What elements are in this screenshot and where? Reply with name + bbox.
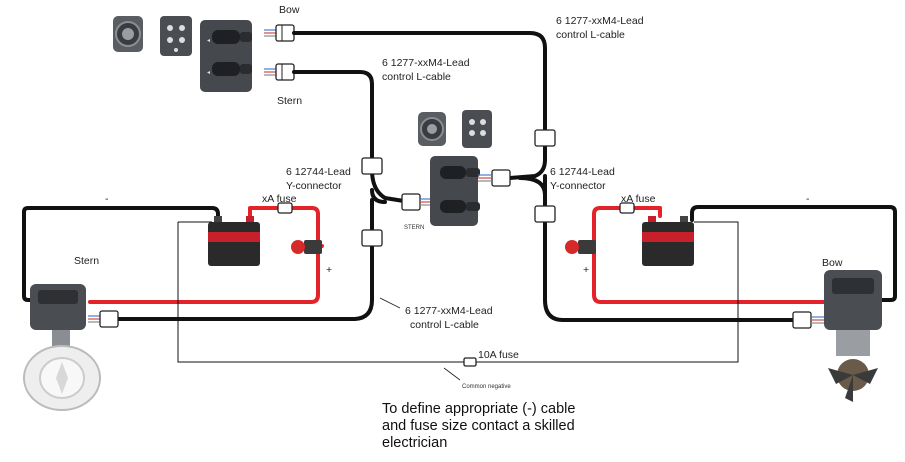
label-minus-left: - — [105, 193, 109, 205]
connector-icon — [792, 311, 824, 329]
thruster-icon — [824, 270, 882, 402]
positive-cable-stern — [88, 206, 320, 304]
label-fuse-right: xA fuse — [621, 193, 656, 205]
main-switch-icon — [291, 240, 322, 254]
label-plus-left: + — [326, 264, 332, 276]
note-line-1: To define appropriate (-) cable — [382, 401, 575, 417]
rotary-control-icon — [418, 112, 446, 146]
battery-icon — [642, 216, 694, 266]
common-negative-pointer — [443, 367, 461, 381]
label-stern-thruster: Stern — [74, 255, 99, 267]
connector-icon — [534, 129, 556, 147]
note-line-3: electrician — [382, 435, 447, 451]
label-yconn-right-2: Y-connector — [550, 180, 606, 192]
positive-cable-bow — [592, 206, 832, 304]
control-cable-stern-thruster — [116, 198, 374, 321]
joystick-panel-icon: ◂ ◂ — [200, 20, 252, 92]
label-bow-top: Bow — [279, 4, 300, 16]
svg-text:◂: ◂ — [207, 38, 210, 44]
connector-icon — [491, 169, 511, 187]
label-common-negative: Common negative — [462, 384, 511, 390]
joystick-panel-icon — [430, 156, 480, 226]
label-plus-right: + — [583, 264, 589, 276]
y-connector-left-cable — [370, 188, 387, 204]
label-yconn-left-1: 6 12744-Lead — [286, 166, 351, 178]
label-lead-bottom-2: control L-cable — [410, 319, 479, 331]
label-lead-top-right-2: control L-cable — [556, 29, 625, 41]
connector-icon — [401, 193, 421, 211]
connector-icon — [361, 157, 383, 175]
negative-cable-stern — [22, 206, 220, 302]
battery-icon — [208, 216, 260, 266]
rotary-control-icon — [113, 16, 143, 52]
main-switch-icon — [565, 240, 596, 254]
label-yconn-right-1: 6 12744-Lead — [550, 166, 615, 178]
label-fuse-left: xA fuse — [262, 193, 297, 205]
fuse-icon — [277, 202, 293, 214]
top-left-controls: ◂ ◂ — [113, 16, 295, 92]
svg-text:◂: ◂ — [207, 70, 210, 76]
connector-icon — [264, 24, 295, 42]
label-panel-stern: STERN — [404, 225, 424, 231]
connector-icon — [361, 229, 383, 247]
touch-panel-icon — [462, 110, 492, 148]
lead-bottom-pointer — [379, 297, 401, 309]
control-cable-bow — [292, 31, 547, 180]
thruster-icon — [23, 284, 101, 411]
common-negative-wire — [177, 221, 739, 363]
label-fuse-10a: 10A fuse — [478, 349, 519, 361]
centre-controls — [418, 110, 492, 226]
connector-icon — [88, 310, 119, 328]
y-connector-right-cable — [518, 176, 547, 197]
connector-icon — [264, 63, 295, 81]
label-stern-top: Stern — [277, 95, 302, 107]
fuse-icon — [463, 357, 477, 367]
label-lead-top-right-1: 6 1277-xxM4-Lead — [556, 15, 644, 27]
control-cable-stern — [292, 70, 412, 204]
control-cable-bow-thruster — [543, 174, 795, 322]
note-line-2: and fuse size contact a skilled — [382, 418, 575, 434]
label-yconn-left-2: Y-connector — [286, 180, 342, 192]
negative-cable-bow — [690, 205, 897, 302]
connector-icon — [534, 205, 556, 223]
label-lead-bottom-1: 6 1277-xxM4-Lead — [405, 305, 493, 317]
fuse-icon — [619, 202, 635, 214]
touch-panel-icon — [160, 16, 192, 56]
label-minus-right: - — [806, 193, 810, 205]
label-lead-top-left-1: 6 1277-xxM4-Lead — [382, 57, 470, 69]
label-bow-thruster: Bow — [822, 257, 843, 269]
label-lead-top-left-2: control L-cable — [382, 71, 451, 83]
